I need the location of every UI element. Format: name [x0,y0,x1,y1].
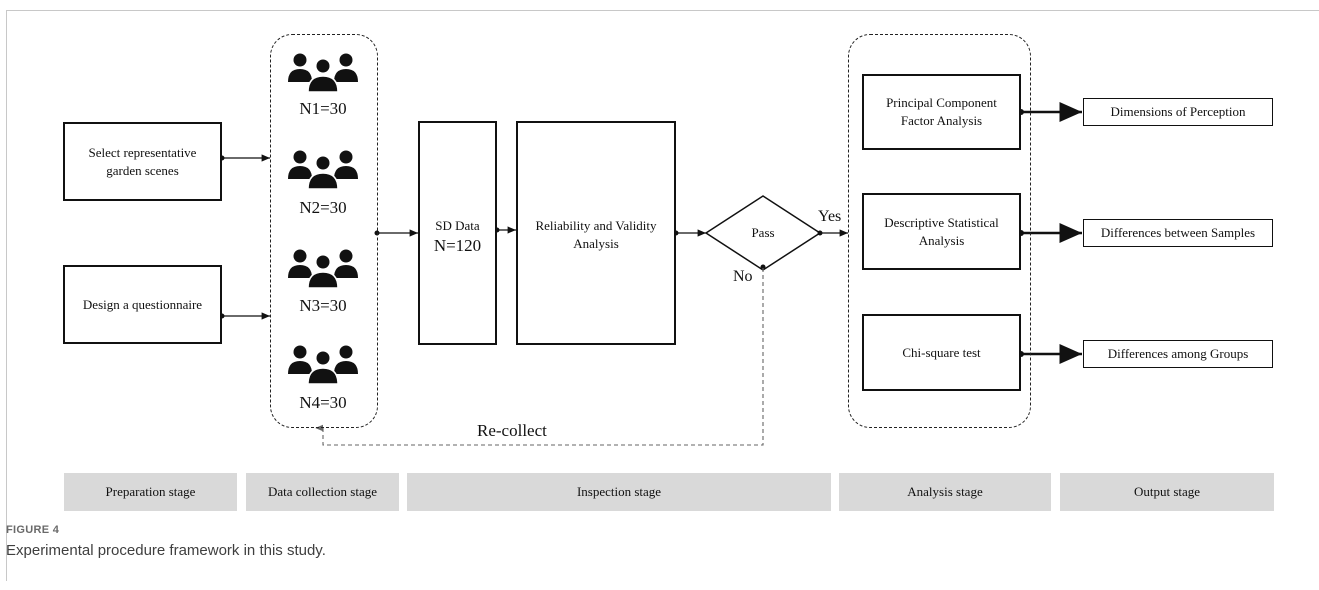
pass-label: Pass [751,225,775,240]
figure-label: FIGURE 4 [6,524,60,536]
group-label-n3: N3=30 [299,296,347,315]
questionnaire-label: Design a questionnaire [82,296,203,312]
chisquare-label: Chi-square test [902,344,981,360]
data-collection-group [270,34,378,428]
groups-output-box: Differences among Groups [1083,340,1273,368]
dimensions-output-label: Dimensions of Perception [1110,104,1246,120]
figure-frame [6,10,1319,581]
samples-output-box: Differences between Samples [1083,219,1273,247]
samples-output-label: Differences between Samples [1100,225,1256,241]
reliability-label: Reliability and Validity Analysis [535,218,657,251]
descriptive-box: Descriptive Statistical Analysis [862,193,1021,270]
sd-data-box: SD Data N=120 [418,121,497,345]
questionnaire-box: Design a questionnaire [63,265,222,344]
stage-analysis: Analysis stage [839,473,1051,511]
figure-caption: Experimental procedure framework in this… [6,542,326,559]
pca-label: Principal Component Factor Analysis [886,95,997,128]
select-scenes-label: Select representative garden scenes [88,144,197,178]
group-label-n1: N1=30 [299,99,347,118]
stage-data-collection: Data collection stage [246,473,399,511]
people-group-icon [288,345,358,384]
dimensions-output-box: Dimensions of Perception [1083,98,1273,126]
recollect-label: Re-collect [477,421,547,440]
descriptive-label: Descriptive Statistical Analysis [884,214,999,248]
no-label: No [733,268,753,285]
analysis-group [848,34,1031,428]
people-group-icon [288,53,358,92]
pca-box: Principal Component Factor Analysis [862,74,1021,150]
sd-data-label: SD Data [435,218,480,233]
stage-preparation: Preparation stage [64,473,237,511]
stage-inspection: Inspection stage [407,473,831,511]
yes-label: Yes [818,208,842,225]
stage-output: Output stage [1060,473,1274,511]
select-scenes-box: Select representative garden scenes [63,122,222,201]
sd-n-label: N=120 [433,235,482,255]
reliability-box: Reliability and Validity Analysis [516,121,676,345]
people-group-icon [288,150,358,189]
group-label-n2: N2=30 [299,198,347,217]
group-label-n4: N4=30 [299,393,347,412]
groups-output-label: Differences among Groups [1107,346,1249,362]
people-group-icon [288,249,358,288]
chisquare-box: Chi-square test [862,314,1021,391]
